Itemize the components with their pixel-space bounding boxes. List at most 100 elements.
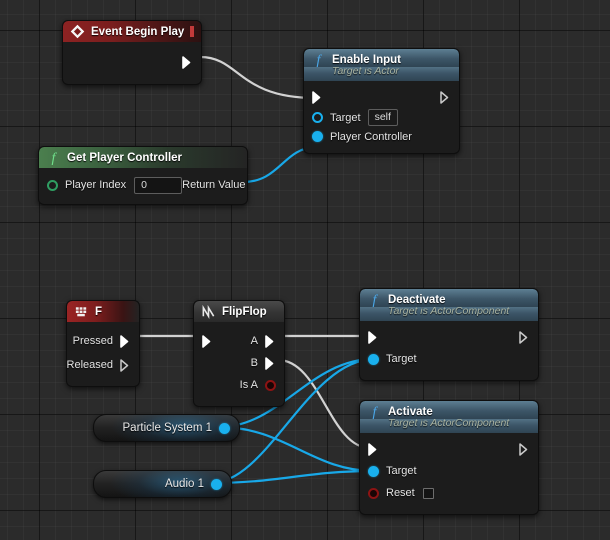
function-f-icon: f: [317, 52, 323, 67]
pin-row-player-index[interactable]: Player Index 0 Return Value: [39, 173, 247, 197]
wire-exec-flipflopB-activate: [277, 358, 371, 450]
node-title: Enable Input: [332, 53, 401, 66]
pin-row-released[interactable]: Released: [67, 353, 139, 377]
exec-output-pin[interactable]: [519, 442, 530, 456]
node-body: Target Reset: [360, 433, 538, 514]
node-header: f Get Player Controller: [39, 147, 247, 168]
node-subtitle: Target is ActorComponent: [360, 304, 538, 321]
node-header: f Activate: [360, 401, 538, 419]
node-deactivate[interactable]: f Deactivate Target is ActorComponent Ta…: [359, 288, 539, 381]
variable-label: Audio 1: [164, 478, 204, 490]
exec-output-pin[interactable]: [440, 90, 451, 104]
pin-label-released: Released: [66, 359, 113, 371]
node-body: Target: [360, 321, 538, 380]
node-header: Event Begin Play: [63, 21, 201, 42]
node-title: F: [95, 305, 103, 318]
node-key-event-f[interactable]: F Pressed Released: [66, 300, 140, 387]
pin-label-player-index: Player Index: [65, 179, 127, 191]
target-self-value[interactable]: self: [367, 109, 398, 126]
pin-label-reset: Reset: [386, 487, 415, 499]
pin-row-target[interactable]: Target: [360, 348, 538, 370]
wire-exec-beginplay-enableinput: [199, 55, 317, 100]
node-body: Pressed Released: [67, 322, 139, 386]
variable-output-pin[interactable]: [211, 478, 222, 490]
node-enable-input[interactable]: f Enable Input Target is Actor Target se…: [303, 48, 460, 154]
svg-text:f: f: [373, 404, 379, 419]
node-title: Activate: [388, 405, 433, 418]
svg-text:f: f: [373, 292, 379, 307]
node-header: FlipFlop: [194, 301, 284, 322]
pin-row-player-controller[interactable]: Player Controller: [304, 127, 459, 146]
pin-label-player-controller: Player Controller: [330, 130, 412, 143]
pin-row-exec[interactable]: [360, 326, 538, 348]
wire-data-audio-activate: [210, 469, 375, 485]
a-output-pin[interactable]: [265, 334, 276, 348]
node-activate[interactable]: f Activate Target is ActorComponent Targ…: [359, 400, 539, 515]
pin-row-exec[interactable]: [360, 438, 538, 460]
delegate-output-pin[interactable]: [190, 26, 195, 37]
node-get-audio-1[interactable]: Audio 1: [93, 470, 232, 498]
node-body: Target self Player Controller: [304, 81, 459, 153]
reset-checkbox[interactable]: [422, 487, 434, 499]
pin-label-target: Target: [386, 353, 417, 365]
node-title: Event Begin Play: [91, 25, 185, 38]
node-subtitle: Target is Actor: [304, 64, 459, 81]
node-get-player-controller[interactable]: f Get Player Controller Player Index 0 R…: [38, 146, 248, 205]
node-subtitle: Target is ActorComponent: [360, 416, 538, 433]
node-flipflop[interactable]: FlipFlop A B: [193, 300, 285, 407]
node-title: Get Player Controller: [67, 151, 183, 164]
pin-row-target[interactable]: Target: [360, 460, 538, 482]
pressed-output-pin[interactable]: [120, 334, 131, 348]
pin-row-target[interactable]: Target self: [304, 108, 459, 127]
pin-row-b[interactable]: B: [194, 352, 284, 374]
flipflop-wave-icon: [202, 304, 215, 319]
node-header: f Deactivate: [360, 289, 538, 307]
target-input-pin[interactable]: [312, 112, 323, 123]
node-header: F: [67, 301, 139, 322]
variable-output-pin[interactable]: [219, 422, 230, 434]
exec-input-pin[interactable]: [312, 90, 323, 104]
pin-row-reset[interactable]: Reset: [360, 482, 538, 504]
exec-output-pin[interactable]: [519, 330, 530, 344]
player-index-value[interactable]: 0: [134, 176, 183, 194]
reset-input-pin[interactable]: [368, 487, 379, 499]
pin-label-is-a: Is A: [239, 379, 258, 391]
function-f-icon: f: [373, 404, 379, 419]
function-f-icon: f: [52, 150, 58, 165]
pin-label-b: B: [250, 357, 258, 369]
is-a-output-pin[interactable]: [265, 379, 276, 391]
svg-text:f: f: [317, 52, 323, 67]
svg-text:f: f: [52, 150, 58, 165]
keyboard-key-icon: [75, 307, 87, 317]
player-controller-input-pin[interactable]: [312, 131, 323, 142]
exec-input-pin[interactable]: [368, 442, 379, 456]
pin-label-pressed: Pressed: [72, 335, 113, 347]
pin-row-pressed[interactable]: Pressed: [67, 329, 139, 353]
variable-label: Particle System 1: [122, 422, 212, 434]
player-index-input-pin[interactable]: [47, 179, 58, 191]
event-diamond-icon: [70, 24, 85, 39]
node-body: A B Is A: [194, 322, 284, 406]
function-f-icon: f: [373, 292, 379, 307]
node-header: f Enable Input: [304, 49, 459, 67]
released-output-pin[interactable]: [120, 358, 131, 372]
pin-row-is-a[interactable]: Is A: [194, 374, 284, 396]
node-title: Deactivate: [388, 293, 446, 306]
pin-row-exec-out[interactable]: [63, 53, 201, 72]
target-input-pin[interactable]: [368, 465, 379, 477]
exec-input-pin[interactable]: [368, 330, 379, 344]
node-title: FlipFlop: [222, 305, 267, 318]
node-body: [63, 42, 201, 84]
target-input-pin[interactable]: [368, 353, 379, 365]
pin-row-exec[interactable]: [304, 86, 459, 108]
exec-output-pin[interactable]: [182, 56, 193, 69]
b-output-pin[interactable]: [265, 356, 276, 370]
node-body: Player Index 0 Return Value: [39, 168, 247, 204]
pin-label-a: A: [250, 335, 258, 347]
exec-input-pin[interactable]: [202, 334, 213, 348]
pin-label-return-value: Return Value: [182, 179, 246, 191]
node-event-begin-play[interactable]: Event Begin Play: [62, 20, 202, 85]
pin-row-exec-a[interactable]: A: [194, 330, 284, 352]
node-get-particle-system-1[interactable]: Particle System 1: [93, 414, 240, 442]
